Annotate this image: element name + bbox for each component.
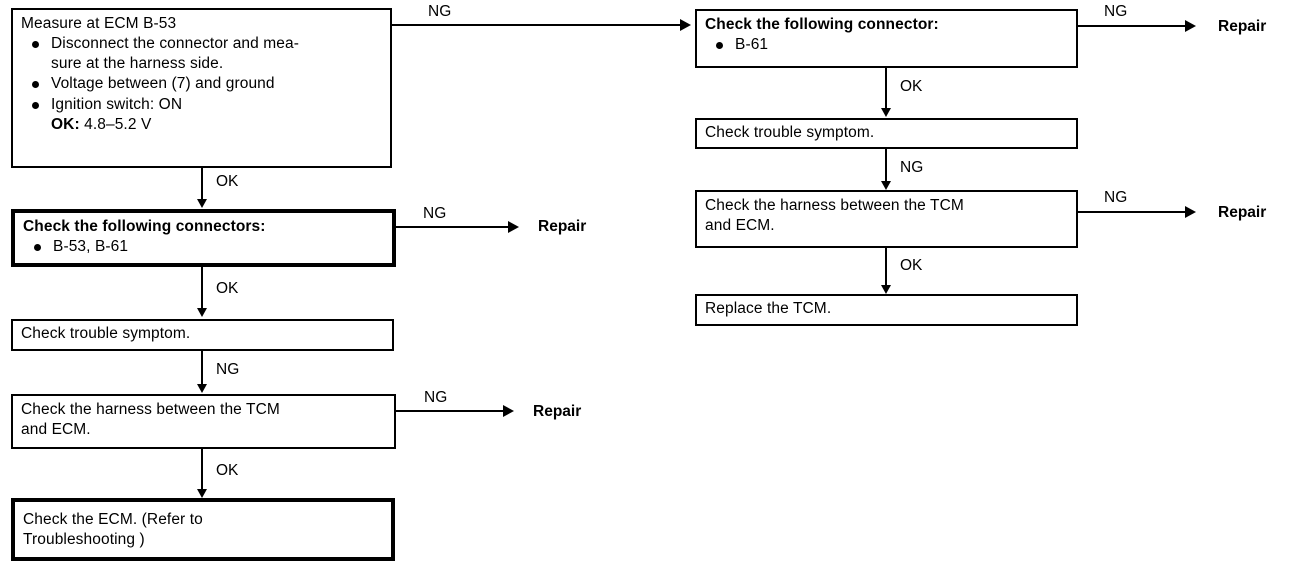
endpoint-repair-left-1: Repair [538, 218, 587, 235]
box-measure-at-ecm-bullets: Disconnect the connector and mea- sure a… [21, 34, 390, 115]
box-measure-at-ecm-title: Measure at ECM B-53 [21, 15, 177, 32]
box-check-trouble-symptom-right: Check trouble symptom. [695, 118, 1078, 149]
endpoint-repair-left-2: Repair [533, 403, 582, 420]
box-check-connectors-title: Check the following connectors: [23, 218, 266, 235]
connector-ok-box2-box3 [201, 267, 203, 309]
arrow-ng-boxr1-repair-icon [1185, 20, 1196, 32]
bullet-item: B-61 [705, 35, 1076, 55]
box-check-trouble-symptom-right-title: Check trouble symptom. [705, 124, 875, 141]
box-check-connector-right-bullets: B-61 [705, 35, 1076, 55]
edge-label-ok-boxr3: OK [900, 257, 923, 274]
bullet-item: Disconnect the connector and mea- sure a… [21, 34, 390, 74]
edge-label-ng-boxr3: NG [1104, 189, 1128, 206]
edge-label-ng-boxr1: NG [1104, 3, 1128, 20]
arrow-ng-box1-to-right-icon [680, 19, 691, 31]
box-check-connector-right-title: Check the following connector: [705, 16, 939, 33]
arrow-ok-boxr1-boxr2-icon [881, 108, 891, 117]
connector-ok-boxr3-boxr4 [885, 248, 887, 286]
edge-label-ok-boxr1: OK [900, 78, 923, 95]
connector-ok-box1-box2 [201, 168, 203, 201]
arrow-ok-box2-box3-icon [197, 308, 207, 317]
connector-ok-boxr1-boxr2 [885, 68, 887, 110]
edge-label-ng-box3: NG [216, 361, 240, 378]
edge-label-ng-box4: NG [424, 389, 448, 406]
connector-ng-box3-box4 [201, 351, 203, 385]
box-check-harness-title: Check the harness between the TCM and EC… [21, 401, 280, 439]
connector-ng-box1-to-right [392, 24, 680, 26]
connector-ng-box2-repair [396, 226, 512, 228]
box-replace-tcm: Replace the TCM. [695, 294, 1078, 326]
arrow-ok-box1-box2-icon [197, 199, 207, 208]
box-check-trouble-symptom: Check trouble symptom. [11, 319, 394, 351]
connector-ng-box4-repair [396, 410, 506, 412]
box-check-harness-right: Check the harness between the TCM and EC… [695, 190, 1078, 248]
box-check-ecm-title: Check the ECM. (Refer to Troubleshooting… [23, 511, 203, 549]
box-check-connector-right: Check the following connector: B-61 [695, 9, 1078, 68]
box-check-connectors-bullets: B-53, B-61 [23, 237, 392, 257]
box-check-ecm: Check the ECM. (Refer to Troubleshooting… [11, 498, 395, 561]
ok-spec-value: 4.8–5.2 V [84, 115, 152, 133]
arrow-ng-boxr3-repair-icon [1185, 206, 1196, 218]
edge-label-ok-box2: OK [216, 280, 239, 297]
box-check-connectors: Check the following connectors: B-53, B-… [11, 209, 396, 267]
arrow-ng-boxr2-boxr3-icon [881, 181, 891, 190]
box-check-trouble-symptom-title: Check trouble symptom. [21, 325, 191, 342]
box-check-harness: Check the harness between the TCM and EC… [11, 394, 396, 449]
arrow-ok-boxr3-boxr4-icon [881, 285, 891, 294]
edge-label-ng-box2: NG [423, 205, 447, 222]
bullet-item: B-53, B-61 [23, 237, 392, 257]
connector-ok-box4-box5 [201, 449, 203, 491]
edge-label-ng-box1: NG [428, 3, 452, 20]
edge-label-ok-box1: OK [216, 173, 239, 190]
box-measure-at-ecm-ok-spec: OK: 4.8–5.2 V [21, 115, 390, 135]
edge-label-ng-boxr2: NG [900, 159, 924, 176]
arrow-ng-box3-box4-icon [197, 384, 207, 393]
connector-ng-boxr2-boxr3 [885, 149, 887, 182]
arrow-ng-box2-repair-icon [508, 221, 519, 233]
box-replace-tcm-title: Replace the TCM. [705, 300, 832, 317]
box-check-harness-right-title: Check the harness between the TCM and EC… [705, 197, 964, 235]
bullet-item: Ignition switch: ON [21, 95, 390, 115]
endpoint-repair-right-2: Repair [1218, 204, 1267, 221]
box-measure-at-ecm: Measure at ECM B-53 Disconnect the conne… [11, 8, 392, 168]
arrow-ng-box4-repair-icon [503, 405, 514, 417]
bullet-item: Voltage between (7) and ground [21, 74, 390, 94]
arrow-ok-box4-box5-icon [197, 489, 207, 498]
edge-label-ok-box4: OK [216, 462, 239, 479]
connector-ng-boxr3-repair [1078, 211, 1188, 213]
connector-ng-boxr1-repair [1078, 25, 1188, 27]
endpoint-repair-right-1: Repair [1218, 18, 1267, 35]
ok-spec-label: OK: [51, 115, 80, 133]
